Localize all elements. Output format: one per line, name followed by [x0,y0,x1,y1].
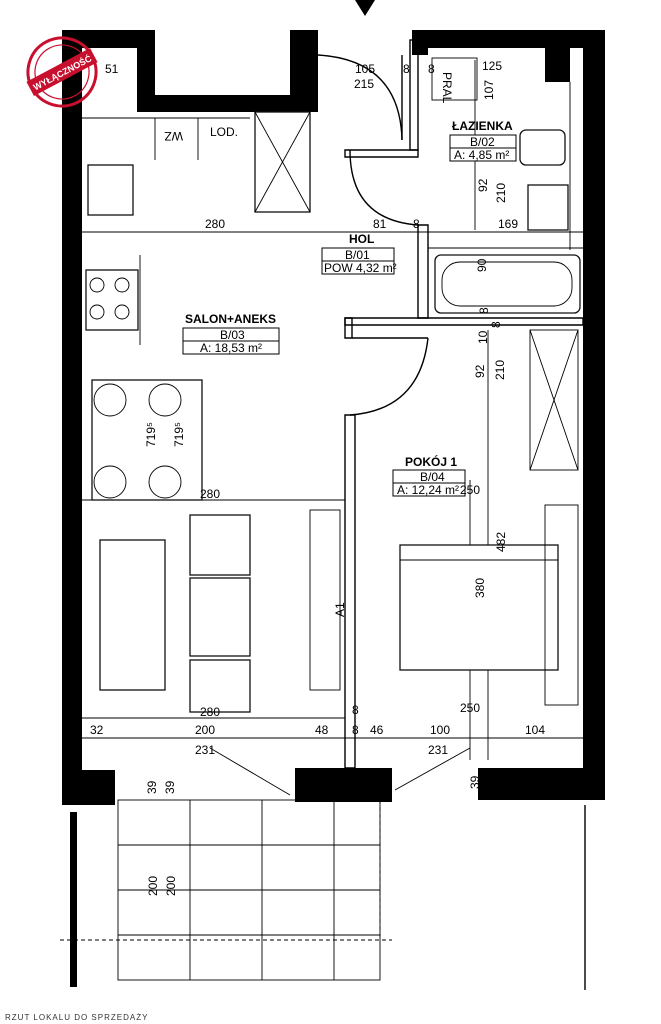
dim-215: 215 [354,77,374,91]
dim-719-a: 719⁵ [144,422,158,447]
hol-name: HOL [349,232,374,246]
hol-code: B/01 [345,248,370,262]
dim-8-hall: 8 [489,321,503,328]
dim-46: 46 [370,723,384,737]
dim-8-row: 8 [352,723,359,737]
salon-code: B/03 [220,328,245,342]
dim-125: 125 [482,59,502,73]
dim-380: 380 [473,578,487,598]
dim-280-salon: 280 [200,487,220,501]
dim-280-top: 280 [205,217,225,231]
dim-100: 100 [430,723,450,737]
pokoj-area: A: 12,24 m² [397,483,459,497]
salon-area: A: 18,53 m² [200,341,262,355]
dim-210-bath: 210 [494,183,508,203]
dim-39-c: 39 [468,775,482,789]
pokoj-code: B/04 [420,470,445,484]
balcony [70,799,586,990]
dim-719-b: 719⁵ [172,422,186,447]
dim-39-b: 39 [163,780,177,794]
dim-250-pokoj: 250 [460,483,480,497]
lazienka-area: A: 4,85 m² [454,148,509,162]
footer-caption: RZUT LOKALU DO SPRZEDAŻY [5,1013,148,1022]
room-salon: SALON+ANEKS B/03 A: 18,53 m² [182,312,280,355]
room-hol: HOL B/01 POW 4,32 m² [321,232,397,275]
dim-105: 105 [355,62,375,76]
dim-8b: 8 [428,62,435,76]
pokoj-name: POKÓJ 1 [405,454,457,469]
entrance-arrow-icon [355,0,375,16]
dim-210-hall: 210 [493,360,507,380]
label-lod: LOD. [210,125,238,139]
dimension-labels: 105 215 8 8 125 107 280 81 8 169 92 210 … [90,59,545,896]
dim-231-left: 231 [195,743,215,757]
dim-39-a: 39 [145,780,159,794]
lazienka-name: ŁAZIENKA [452,119,513,133]
dim-a1: A1 [333,602,347,617]
dim-107: 107 [482,80,496,100]
dim-104: 104 [525,723,545,737]
doors [209,54,471,796]
dim-92-bath: 92 [476,178,490,192]
room-lazienka: ŁAZIENKA B/02 A: 4,85 m² [449,119,517,162]
dim-231-right: 231 [428,743,448,757]
kitchen-furniture [82,111,311,501]
label-wz: WZ [164,129,183,143]
bedroom-furniture [399,329,579,706]
dim-8-bath: 8 [477,307,491,314]
dim-81: 81 [373,217,387,231]
lazienka-code: B/02 [470,135,495,149]
dim-200: 200 [195,723,215,737]
salon-name: SALON+ANEKS [185,312,276,326]
dim-92-hall: 92 [473,364,487,378]
living-furniture [99,509,341,713]
dim-280-bottom: 280 [200,705,220,719]
bathroom-furniture [431,57,581,314]
dim-250-bottom: 250 [460,701,480,715]
label-pral: PRAL [440,72,454,104]
dim-90: 90 [475,258,489,272]
dim-200-bal-b: 200 [164,876,178,896]
dim-169: 169 [498,217,518,231]
dim-8-bottom: 8 [352,703,359,717]
dim-8a: 8 [403,62,410,76]
dim-8-mid: 8 [413,217,420,231]
dim-10: 10 [476,330,490,344]
hol-area: POW 4,32 m² [324,261,397,275]
dim-482: 482 [494,532,508,552]
outer-walls [62,30,605,805]
label-51: 51 [105,62,119,76]
dim-48: 48 [315,723,329,737]
room-pokoj: POKÓJ 1 B/04 A: 12,24 m² [392,454,466,497]
dim-32: 32 [90,723,104,737]
dim-200-bal-a: 200 [146,876,160,896]
